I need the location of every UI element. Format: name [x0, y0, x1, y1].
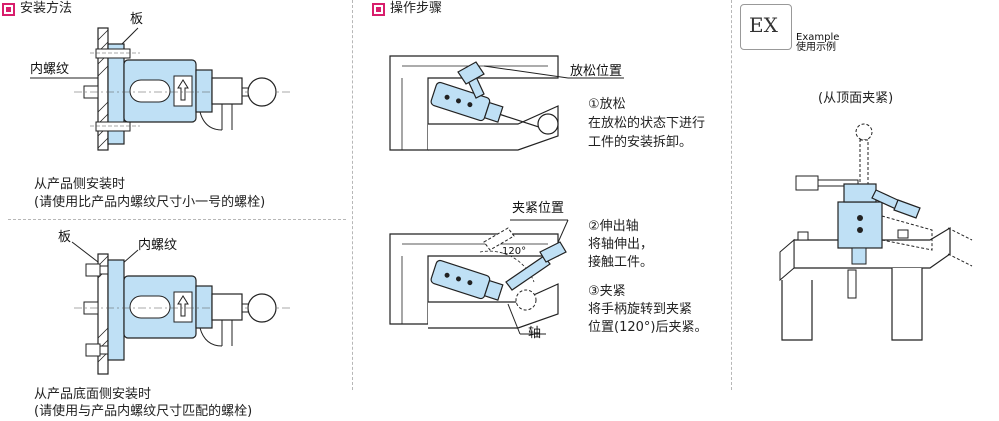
- step1-line2: 工件的安装拆卸。: [588, 135, 693, 150]
- operation-section-title: 操作步骤: [372, 1, 442, 17]
- operation-clamp-diagram: [389, 219, 569, 335]
- install-top-caption-1: 从产品侧安装时: [34, 177, 126, 192]
- section-marker-icon: [2, 2, 15, 16]
- install-top-caption-2: (请使用比产品内螺纹尺寸小一号的螺栓): [34, 195, 266, 210]
- install-side-diagram: [30, 27, 290, 151]
- label-clamp-position: 夹紧位置: [512, 201, 565, 216]
- install-section-title: 安装方法: [2, 1, 72, 17]
- label-release-position: 放松位置: [570, 64, 623, 79]
- example-label-en: Example: [796, 32, 840, 43]
- label-plate-bottom: 板: [58, 230, 72, 245]
- step2-line1: 将轴伸出，: [588, 237, 654, 252]
- install-bottom-caption-1: 从产品底面侧安装时: [34, 387, 152, 402]
- step1-title: ①放松: [588, 97, 626, 112]
- install-bottom-caption-2: (请使用与产品内螺纹尺寸匹配的螺栓): [34, 404, 253, 419]
- example-label-cn: 使用示例: [796, 42, 836, 53]
- operation-title-text: 操作步骤: [390, 1, 443, 16]
- install-divider: [8, 219, 346, 220]
- example-diagram: [779, 123, 973, 341]
- label-thread-bottom: 内螺纹: [138, 238, 178, 253]
- step2-title: ②伸出轴: [588, 219, 639, 234]
- step1-line1: 在放松的状态下进行: [588, 116, 706, 131]
- label-plate-top: 板: [130, 12, 144, 27]
- install-bottom-diagram: [71, 241, 290, 375]
- label-shaft: 轴: [528, 326, 542, 341]
- step3-title: ③夹紧: [588, 284, 626, 299]
- divider-1: [352, 0, 353, 390]
- step3-line1: 将手柄旋转到夹紧: [588, 302, 693, 317]
- section-marker-icon: [372, 2, 385, 16]
- step2-line2: 接触工件。: [588, 255, 654, 270]
- operation-release-diagram: [389, 55, 624, 151]
- example-badge: EX: [740, 4, 792, 50]
- divider-2: [731, 0, 732, 390]
- step3-line2: 位置(120°)后夹紧。: [588, 320, 708, 335]
- angle-label: 120°: [502, 246, 527, 257]
- install-title-text: 安装方法: [20, 1, 73, 16]
- label-thread-top: 内螺纹: [30, 62, 70, 77]
- example-badge-text: EX: [749, 13, 778, 37]
- example-caption: (从顶面夹紧): [818, 91, 894, 106]
